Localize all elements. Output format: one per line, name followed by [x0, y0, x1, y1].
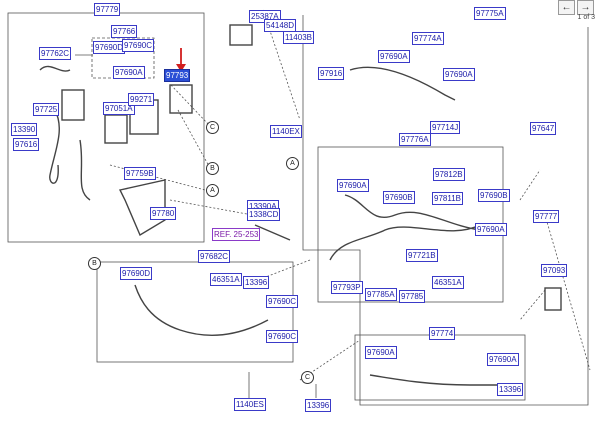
label-97714J[interactable]: 97714J [430, 121, 461, 134]
label-13396-3[interactable]: 13396 [305, 399, 332, 412]
hose-97762C [39, 65, 71, 72]
label-97690C-3[interactable]: 97690C [266, 330, 299, 343]
label-97682C[interactable]: 97682C [198, 250, 231, 263]
callout-c-left: C [206, 121, 219, 134]
label-97690A-6[interactable]: 97690A [365, 346, 397, 359]
bracket-97780 [118, 179, 166, 237]
label-97779[interactable]: 97779 [94, 3, 121, 16]
callout-c-lower: C [301, 371, 314, 384]
label-97766[interactable]: 97766 [111, 25, 138, 38]
label-97721B[interactable]: 97721B [406, 249, 438, 262]
label-97780[interactable]: 97780 [150, 207, 177, 220]
label-97774[interactable]: 97774 [429, 327, 456, 340]
label-97776A[interactable]: 97776A [399, 133, 431, 146]
label-97785A[interactable]: 97785A [365, 288, 397, 301]
red-arrow-icon [176, 48, 186, 72]
label-ref-25-253[interactable]: REF. 25-253 [212, 228, 261, 241]
next-page-button[interactable]: → [577, 0, 594, 15]
label-13390-1[interactable]: 13390 [11, 123, 38, 136]
part-97725 [61, 89, 85, 121]
part-97093 [544, 287, 562, 311]
hose-97774A [349, 66, 456, 101]
label-97616[interactable]: 97616 [13, 138, 40, 151]
label-97690A-3[interactable]: 97690A [443, 68, 475, 81]
label-97690C[interactable]: 97690C [122, 39, 155, 52]
hose-97776A-b [329, 224, 481, 261]
callout-a-left: A [206, 184, 219, 197]
label-46351A-1[interactable]: 46351A [432, 276, 464, 289]
label-97812B[interactable]: 97812B [433, 168, 465, 181]
group-box-97682C [96, 261, 294, 363]
label-1338CD[interactable]: 1338CD [247, 208, 281, 221]
label-46351A-2[interactable]: 46351A [210, 273, 242, 286]
label-97916[interactable]: 97916 [318, 67, 345, 80]
label-97690A-4[interactable]: 97690A [337, 179, 369, 192]
hose-97774 [369, 374, 500, 386]
label-97690D-2[interactable]: 97690D [120, 267, 153, 280]
label-97690D[interactable]: 97690D [93, 41, 126, 54]
label-13396-2[interactable]: 13396 [497, 383, 524, 396]
hose-97776A-a [344, 194, 481, 231]
callout-b-left: B [206, 162, 219, 175]
label-97725[interactable]: 97725 [33, 103, 60, 116]
label-99271[interactable]: 99271 [128, 93, 155, 106]
tube-ref [254, 224, 291, 241]
hose-97616 [49, 109, 60, 184]
label-97690A-1[interactable]: 97690A [113, 66, 145, 79]
label-97647[interactable]: 97647 [530, 122, 557, 135]
label-13396-1[interactable]: 13396 [243, 276, 270, 289]
label-1140EX[interactable]: 1140EX [270, 125, 302, 138]
label-97093[interactable]: 97093 [541, 264, 568, 277]
label-97762C[interactable]: 97762C [39, 47, 72, 60]
label-97759B[interactable]: 97759B [124, 167, 156, 180]
label-97774A[interactable]: 97774A [412, 32, 444, 45]
label-97690B-2[interactable]: 97690B [478, 189, 510, 202]
label-1140ES[interactable]: 1140ES [234, 398, 266, 411]
label-97690A-7[interactable]: 97690A [487, 353, 519, 366]
part-97051A [104, 114, 128, 144]
label-97785[interactable]: 97785 [399, 290, 426, 303]
label-97775A[interactable]: 97775A [474, 7, 506, 20]
callout-a-right: A [286, 157, 299, 170]
part-97793 [169, 84, 193, 114]
label-97793-highlighted[interactable]: 97793 [164, 69, 191, 82]
label-54148D[interactable]: 54148D [264, 19, 297, 32]
label-97811B[interactable]: 97811B [432, 192, 463, 205]
label-97690C-2[interactable]: 97690C [266, 295, 299, 308]
label-11403B[interactable]: 11403B [283, 31, 314, 44]
parts-sketch [39, 24, 562, 386]
page-indicator: 1 of 3 [577, 14, 595, 21]
pager-toolbar: ← → [540, 0, 600, 20]
label-97777[interactable]: 97777 [533, 210, 560, 223]
label-97051A[interactable]: 97051A [103, 102, 135, 115]
part-25387A [229, 24, 253, 46]
prev-page-button[interactable]: ← [558, 0, 575, 15]
outline-97775A [302, 15, 589, 406]
callout-b-lower: B [88, 257, 101, 270]
label-97690A-2[interactable]: 97690A [378, 50, 410, 63]
hose-97682C [134, 284, 269, 336]
label-97793P[interactable]: 97793P [331, 281, 363, 294]
hose-97759B [79, 139, 91, 201]
label-97690A-5[interactable]: 97690A [475, 223, 507, 236]
label-97690B-1[interactable]: 97690B [383, 191, 415, 204]
